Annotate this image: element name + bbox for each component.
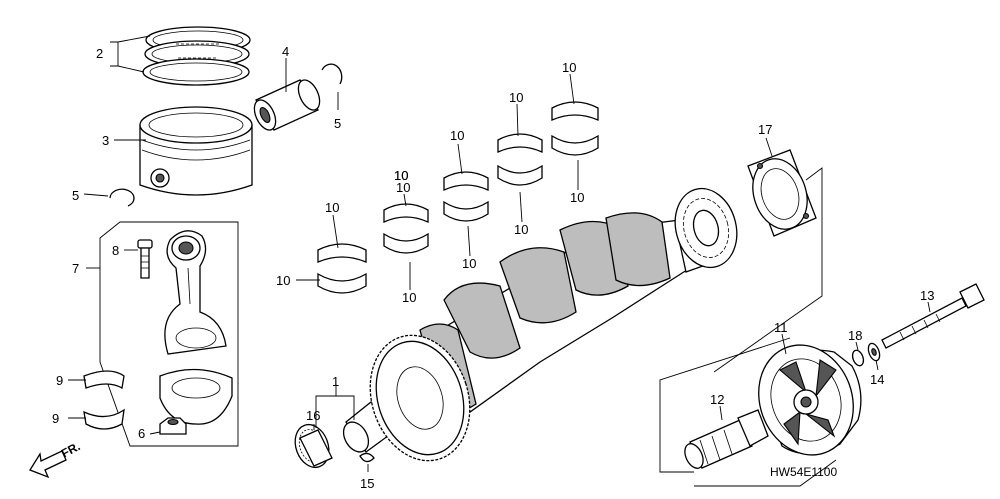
- callout-10-l: 10: [394, 168, 408, 183]
- rod-nut[interactable]: [159, 417, 187, 435]
- rod-cap[interactable]: [159, 368, 233, 425]
- callout-10-i: 10: [562, 60, 576, 75]
- piston[interactable]: [139, 106, 253, 196]
- woodruff-key[interactable]: [359, 452, 375, 463]
- front-arrow-icon: [29, 450, 67, 479]
- flywheel-bolt[interactable]: [881, 283, 985, 349]
- callout-9-lower: 9: [52, 411, 59, 426]
- front-direction-indicator: FR.: [29, 439, 82, 479]
- callout-10-b: 10: [276, 273, 290, 288]
- piston-rings[interactable]: [142, 26, 251, 86]
- callout-4: 4: [282, 44, 289, 59]
- rod-bearing-lower[interactable]: [83, 408, 125, 430]
- crankshaft-rear-bearing[interactable]: [667, 182, 746, 275]
- callout-15: 15: [360, 476, 374, 491]
- piston-pin[interactable]: [250, 77, 324, 134]
- washer[interactable]: [866, 342, 882, 362]
- diagram-code: HW54E1100: [770, 465, 837, 479]
- main-bearing-shells[interactable]: [317, 101, 599, 294]
- callout-10-k: 10: [394, 168, 408, 183]
- callout-14: 14: [870, 372, 884, 387]
- callout-6: 6: [138, 426, 145, 441]
- rod-bolt[interactable]: [137, 239, 153, 279]
- callout-8: 8: [112, 243, 119, 258]
- callout-10-f: 10: [462, 256, 476, 271]
- callout-5-lower: 5: [72, 188, 79, 203]
- connecting-rod[interactable]: [164, 230, 227, 355]
- callout-10-c: 10: [396, 180, 410, 195]
- callout-18: 18: [848, 328, 862, 343]
- piston-pin-clip-lower[interactable]: [109, 188, 135, 207]
- callout-3: 3: [102, 133, 109, 148]
- hub-spline-shaft[interactable]: [681, 409, 769, 471]
- callout-5-upper: 5: [334, 116, 341, 131]
- callout-7: 7: [72, 261, 79, 276]
- callout-12: 12: [710, 392, 724, 407]
- leader-lines: [68, 35, 931, 472]
- callout-13: 13: [920, 288, 934, 303]
- callout-1: 1: [332, 374, 339, 389]
- connecting-rod-assembly-bracket: [99, 221, 239, 447]
- callout-10-g: 10: [509, 90, 523, 105]
- rod-bearing-upper[interactable]: [83, 370, 125, 390]
- crankshaft-front-bearing[interactable]: [289, 420, 334, 472]
- callout-10-j: 10: [570, 190, 584, 205]
- callout-16: 16: [306, 408, 320, 423]
- callout-9-upper: 9: [56, 373, 63, 388]
- crankshaft-gear[interactable]: [355, 322, 486, 473]
- flywheel-hub[interactable]: [744, 332, 869, 469]
- callout-2: 2: [96, 46, 103, 61]
- callout-10-h: 10: [514, 222, 528, 237]
- crankshaft-assembly-bracket: [713, 167, 823, 373]
- callout-11: 11: [774, 320, 788, 335]
- callout-10-e: 10: [450, 128, 464, 143]
- flywheel-assembly-bracket: [659, 337, 837, 487]
- callout-10-a: 10: [325, 200, 339, 215]
- piston-pin-clip-upper[interactable]: [321, 63, 343, 85]
- oil-seal-holder[interactable]: [744, 149, 817, 237]
- callout-17: 17: [758, 122, 772, 137]
- callout-10-d: 10: [402, 290, 416, 305]
- o-ring[interactable]: [851, 349, 866, 367]
